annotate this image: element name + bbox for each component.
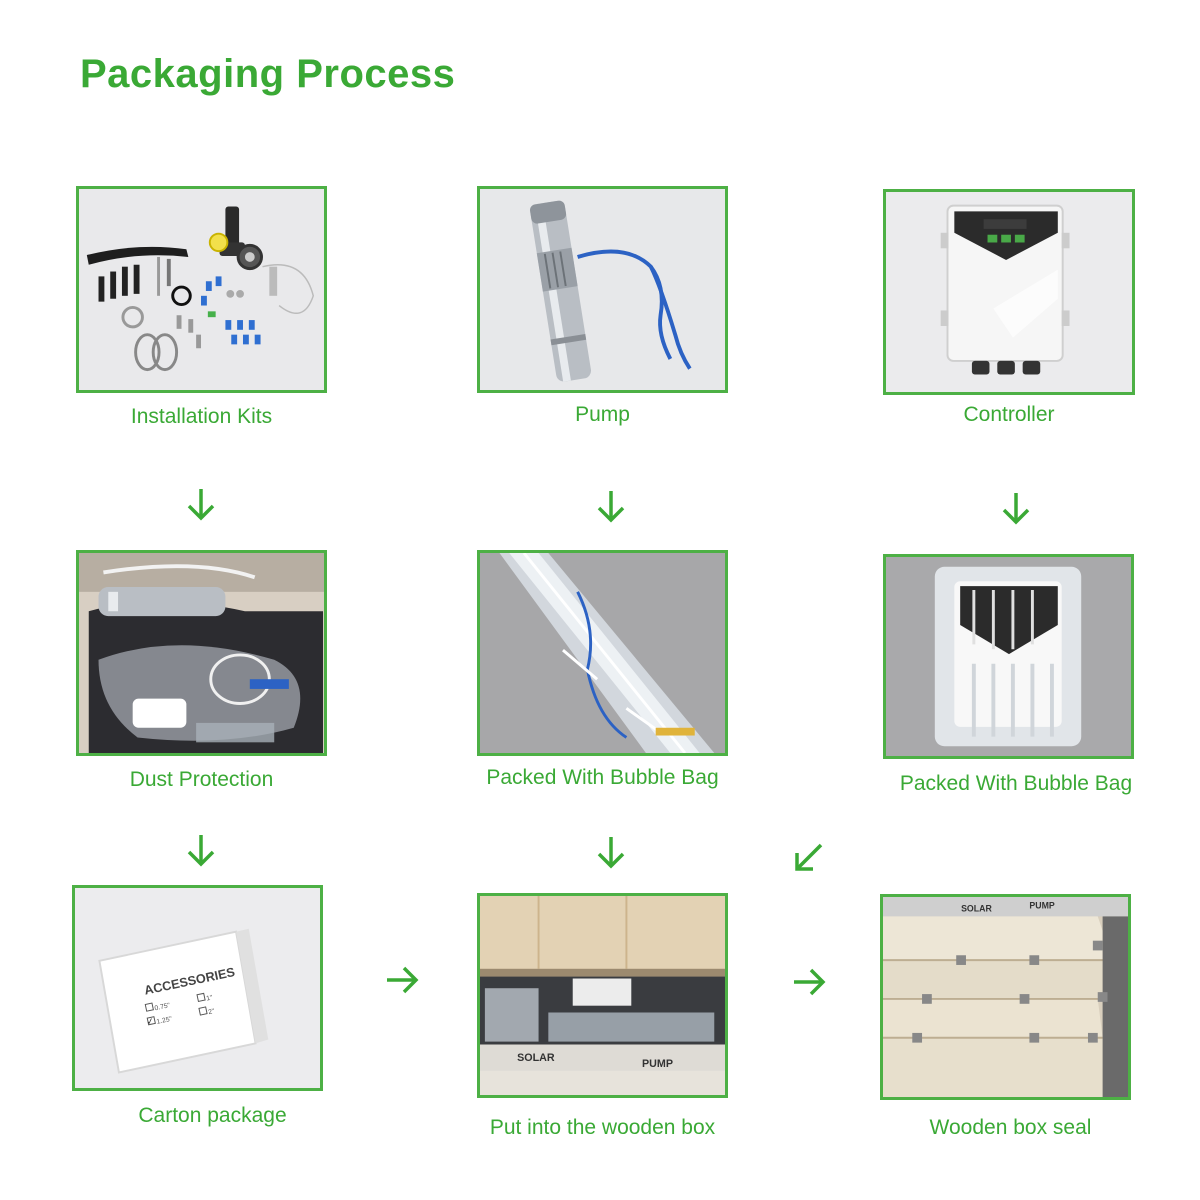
caption-wooden-box-seal: Wooden box seal — [929, 1116, 1092, 1139]
wooden-box-pump-label: PUMP — [642, 1058, 673, 1070]
arrow-down-icon — [183, 486, 219, 522]
pump-photo — [477, 186, 728, 393]
carton-option-1: 0.75" — [154, 1002, 171, 1012]
arrow-down-icon — [593, 834, 629, 870]
arrow-down-left-icon — [790, 840, 826, 876]
caption-controller: Controller — [963, 403, 1055, 426]
caption-pump-bubble-bag: Packed With Bubble Bag — [486, 766, 719, 789]
controller-bubble-bag-photo — [883, 554, 1134, 759]
arrow-down-icon — [183, 832, 219, 868]
caption-carton-package: Carton package — [138, 1104, 287, 1127]
dust-protection-photo — [76, 550, 327, 756]
arrow-down-icon — [998, 490, 1034, 526]
caption-installation-kits: Installation Kits — [130, 405, 273, 428]
caption-dust-protection: Dust Protection — [129, 768, 274, 791]
wooden-box-solar-label: SOLAR — [517, 1052, 555, 1064]
carton-package-photo: ACCESSORIES 0.75" 1" ✓ 1.25" 2" — [72, 885, 323, 1091]
arrow-down-icon — [593, 488, 629, 524]
carton-option-4: 2" — [208, 1008, 216, 1016]
caption-pump: Pump — [575, 403, 630, 426]
wooden-box-photo: SOLAR PUMP — [477, 893, 728, 1098]
arrow-right-icon — [384, 962, 420, 998]
arrow-right-icon — [791, 964, 827, 1000]
wooden-box-seal-photo: SOLAR PUMP — [880, 894, 1131, 1100]
carton-option-3: 1.25" — [156, 1016, 173, 1026]
svg-text:✓: ✓ — [146, 1017, 155, 1028]
pump-bubble-bag-photo — [477, 550, 728, 756]
carton-option-2: 1" — [206, 994, 214, 1002]
seal-pump-label: PUMP — [1029, 901, 1055, 911]
controller-photo — [883, 189, 1135, 395]
seal-solar-label: SOLAR — [961, 904, 992, 914]
caption-controller-bubble-bag: Packed With Bubble Bag — [899, 772, 1133, 795]
installation-kits-photo — [76, 186, 327, 393]
caption-wooden-box: Put into the wooden box — [489, 1116, 716, 1139]
page-title: Packaging Process — [80, 52, 456, 96]
